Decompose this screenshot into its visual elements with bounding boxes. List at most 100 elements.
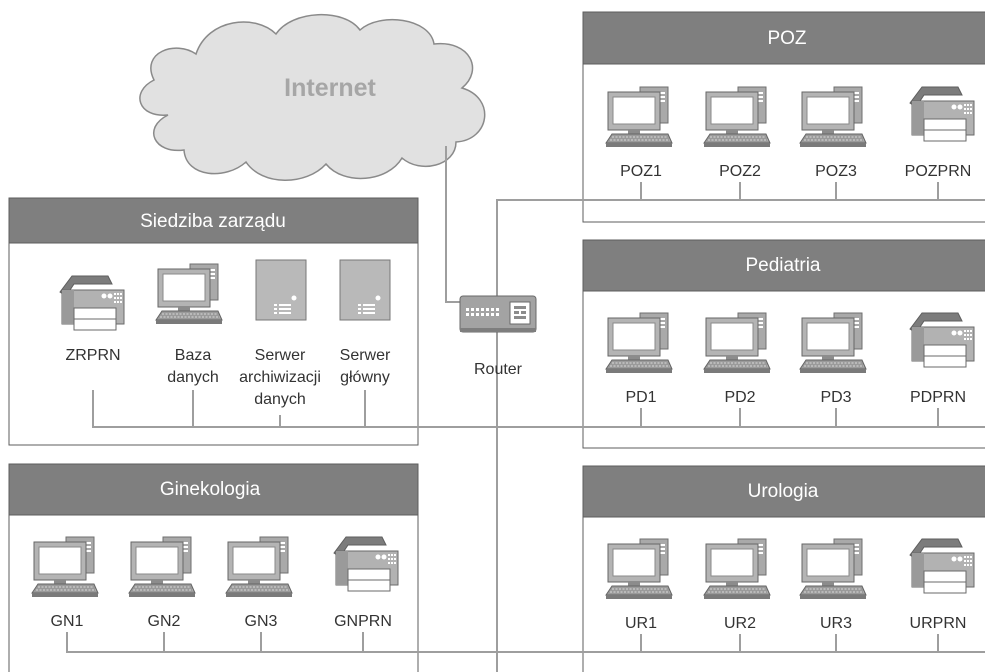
device-poz-4: POZPRN: [905, 86, 975, 180]
computer-icon: [703, 312, 771, 374]
panel-pediatria: Pediatria PD1 PD2 PD3 PDPRN: [582, 239, 985, 449]
device-label-line: główny: [340, 369, 390, 386]
device-label: ZRPRN: [65, 347, 120, 364]
device-label-line: archiwizacji: [239, 369, 321, 386]
device-label-line: UR3: [820, 615, 852, 632]
device-label-line: PD1: [625, 389, 656, 406]
device-urologia-1: UR1: [605, 538, 673, 632]
device-label: Serwer główny: [340, 347, 391, 386]
device-label: UR3: [820, 615, 852, 632]
device-label: UR1: [625, 615, 657, 632]
device-label: GN1: [51, 613, 84, 630]
computer-icon: [799, 86, 867, 148]
computer-icon: [799, 538, 867, 600]
device-label-line: danych: [254, 391, 306, 408]
router-label: Router: [474, 361, 523, 378]
device-label-line: POZPRN: [905, 163, 972, 180]
device-siedziba-3: Serwer archiwizacji danych: [239, 259, 321, 408]
device-pediatria-4: PDPRN: [909, 312, 975, 406]
device-label: PDPRN: [910, 389, 966, 406]
device-urologia-4: URPRN: [909, 538, 975, 632]
computer-icon: [605, 86, 673, 148]
device-ginekologia-1: GN1: [31, 536, 99, 630]
device-label-line: PD2: [724, 389, 755, 406]
panel-title-ginekologia: Ginekologia: [160, 479, 261, 500]
computer-icon: [605, 538, 673, 600]
panel-title-urologia: Urologia: [748, 481, 819, 502]
device-urologia-2: UR2: [703, 538, 771, 632]
panel-title-poz: POZ: [767, 28, 806, 49]
device-label-line: PDPRN: [910, 389, 966, 406]
device-label-line: POZ3: [815, 163, 857, 180]
computer-icon: [605, 312, 673, 374]
device-label-line: danych: [167, 369, 219, 386]
device-poz-2: POZ2: [703, 86, 771, 180]
panel-siedziba: Siedziba zarządu ZRPRN Baza danych Serwer ar…: [8, 197, 419, 446]
device-pediatria-1: PD1: [605, 312, 673, 406]
device-label-line: UR1: [625, 615, 657, 632]
device-label: POZ2: [719, 163, 761, 180]
device-siedziba-1: ZRPRN: [59, 275, 125, 364]
device-label-line: GNPRN: [334, 613, 392, 630]
device-label: GNPRN: [334, 613, 392, 630]
computer-icon: [155, 263, 223, 325]
device-label-line: POZ2: [719, 163, 761, 180]
computer-icon: [703, 86, 771, 148]
device-siedziba-2: Baza danych: [155, 263, 223, 386]
device-poz-1: POZ1: [605, 86, 673, 180]
router-ports-icon: [466, 308, 499, 316]
internet-label: Internet: [284, 74, 376, 102]
device-label-line: GN3: [245, 613, 278, 630]
device-label: POZ3: [815, 163, 857, 180]
internet-cloud: [139, 13, 486, 181]
device-ginekologia-4: GNPRN: [333, 536, 399, 630]
device-label: Baza danych: [167, 347, 219, 386]
panel-title-pediatria: Pediatria: [746, 255, 821, 276]
computer-icon: [225, 536, 293, 598]
link-pediatria-bus: [92, 390, 985, 428]
server-icon: [339, 259, 391, 321]
router-switch-icon: [509, 301, 531, 325]
device-poz-3: POZ3: [799, 86, 867, 180]
computer-icon: [31, 536, 99, 598]
device-label: PD1: [625, 389, 656, 406]
computer-icon: [703, 538, 771, 600]
computer-icon: [128, 536, 196, 598]
panel-urologia: Urologia UR1 UR2 UR3 URPRN: [582, 465, 985, 672]
device-label: PD3: [820, 389, 851, 406]
device-label-line: PD3: [820, 389, 851, 406]
device-pediatria-2: PD2: [703, 312, 771, 406]
device-label: POZPRN: [905, 163, 972, 180]
device-urologia-3: UR3: [799, 538, 867, 632]
device-label-line: Serwer: [255, 347, 306, 364]
device-label-line: Serwer: [340, 347, 391, 364]
device-label-line: Baza: [175, 347, 212, 364]
network-links: [66, 146, 985, 672]
link-bottom-bus: [66, 632, 985, 653]
panel-title-siedziba: Siedziba zarządu: [140, 211, 286, 232]
device-label-line: ZRPRN: [65, 347, 120, 364]
device-ginekologia-2: GN2: [128, 536, 196, 630]
server-icon: [255, 259, 307, 321]
computer-icon: [799, 312, 867, 374]
device-label: POZ1: [620, 163, 662, 180]
panel-poz: POZ POZ1 POZ2 POZ3 POZPRN: [582, 11, 985, 223]
device-label-line: GN2: [148, 613, 181, 630]
device-label-line: URPRN: [910, 615, 967, 632]
device-label: URPRN: [910, 615, 967, 632]
device-siedziba-4: Serwer główny: [339, 259, 391, 386]
device-ginekologia-3: GN3: [225, 536, 293, 630]
device-pediatria-3: PD3: [799, 312, 867, 406]
device-label: GN2: [148, 613, 181, 630]
device-label: Serwer archiwizacji danych: [239, 347, 321, 408]
device-label: UR2: [724, 615, 756, 632]
device-label: PD2: [724, 389, 755, 406]
device-label-line: UR2: [724, 615, 756, 632]
router: Router: [459, 295, 537, 378]
link-internet-router: [445, 146, 462, 303]
device-label-line: GN1: [51, 613, 84, 630]
device-label: GN3: [245, 613, 278, 630]
device-label-line: POZ1: [620, 163, 662, 180]
link-router-trunk: [496, 199, 985, 330]
